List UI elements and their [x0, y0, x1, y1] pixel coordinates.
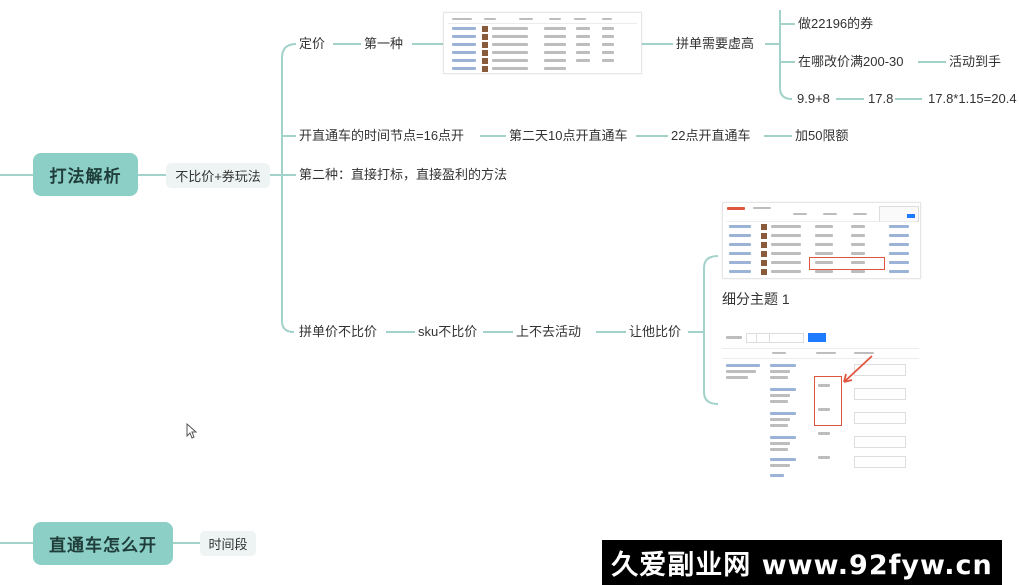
no-activity-node[interactable]: 上不去活动: [514, 323, 584, 341]
price-compare-screenshot-thumbnail: [722, 328, 919, 480]
pricing-screenshot-thumbnail: [443, 12, 642, 74]
train-time-node[interactable]: 开直通车的时间节点=16点开: [297, 127, 467, 145]
time-slot-node[interactable]: 时间段: [200, 531, 256, 556]
group-price-high-node[interactable]: 拼单需要虚高: [674, 35, 757, 53]
subtopic-1-node[interactable]: 细分主题 1: [720, 290, 792, 308]
add-50-limit-node[interactable]: 加50限额: [793, 127, 851, 145]
site-watermark: 久爱副业网 www.92fyw.cn: [602, 540, 1002, 585]
price-9-9-plus-8-node[interactable]: 9.9+8: [795, 90, 832, 108]
where-change-price-node[interactable]: 在哪改价满200-30: [796, 53, 906, 71]
sku-table-screenshot-thumbnail: [722, 202, 921, 279]
train-setup-node[interactable]: 直通车怎么开: [33, 522, 173, 565]
no-compare-coupon-node[interactable]: 不比价+券玩法: [166, 163, 270, 188]
price-17-8-node[interactable]: 17.8: [866, 90, 896, 108]
at-22-train-node[interactable]: 22点开直通车: [669, 127, 753, 145]
coupon-22196-node[interactable]: 做22196的券: [796, 15, 876, 33]
second-kind-node[interactable]: 第二种：直接打标，直接盈利的方法: [297, 166, 510, 184]
strategy-node[interactable]: 打法解析: [33, 153, 138, 196]
sku-no-compare-node[interactable]: sku不比价: [416, 323, 480, 341]
first-kind-node[interactable]: 第一种: [362, 35, 406, 53]
group-no-compare-node[interactable]: 拼单价不比价: [297, 323, 380, 341]
next-day-10-node[interactable]: 第二天10点开直通车: [507, 127, 630, 145]
activity-to-hand-node[interactable]: 活动到手: [947, 53, 1004, 71]
price-formula-node[interactable]: 17.8*1.15=20.4: [926, 90, 1019, 108]
mouse-pointer-icon: [186, 422, 198, 439]
pricing-node[interactable]: 定价: [297, 35, 328, 53]
let-compare-node[interactable]: 让他比价: [627, 323, 684, 341]
